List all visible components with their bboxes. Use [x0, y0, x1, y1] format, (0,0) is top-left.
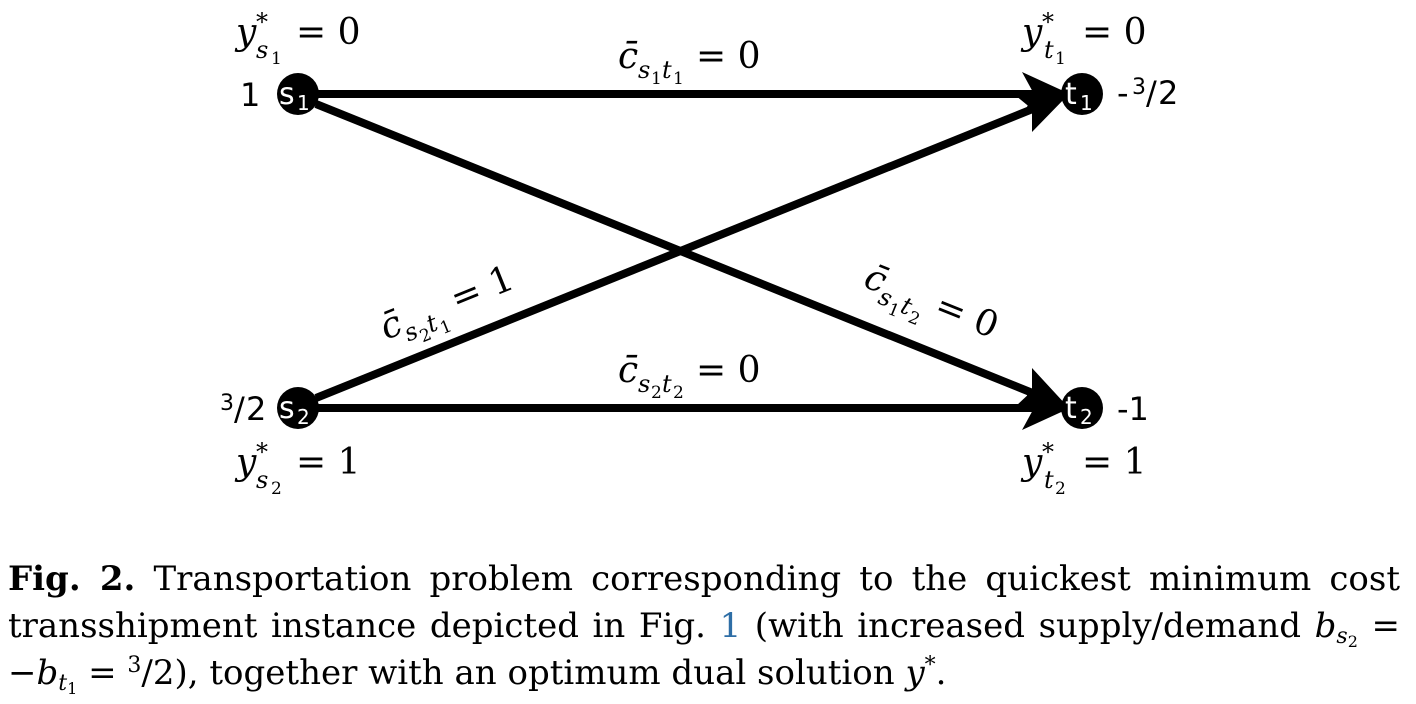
- svg-text:1: 1: [1055, 49, 1066, 69]
- svg-text:-: -: [1117, 74, 1129, 112]
- svg-text:t: t: [662, 370, 672, 398]
- svg-text:y: y: [1020, 12, 1043, 53]
- node-s1-label: s: [279, 77, 295, 112]
- cost-s1-t2: c̄ s 1 t 2 = 0: [859, 256, 1005, 347]
- svg-text:= 0: = 0: [296, 12, 361, 53]
- transportation-graph: s 1 s 2 t 1 t 2 1 3 / 2 - 3 / 2 -1 y * s…: [220, 8, 1178, 499]
- svg-text:3: 3: [220, 391, 234, 416]
- supply-s2: 3 / 2: [220, 390, 266, 428]
- svg-text:= 1: = 1: [444, 258, 519, 320]
- svg-text:s: s: [256, 466, 268, 494]
- svg-text:1: 1: [673, 69, 684, 89]
- caption-b-sub: s: [1336, 624, 1348, 649]
- svg-text:c̄: c̄: [618, 36, 638, 77]
- svg-text:2: 2: [1055, 479, 1066, 499]
- cost-s2-t2: c̄ s 2 t 2 = 0: [618, 350, 761, 403]
- svg-text:t: t: [1044, 466, 1054, 494]
- edge-s2-t1: [314, 102, 1042, 402]
- dual-t1: y * t 1 = 0: [1020, 8, 1147, 69]
- svg-text:/: /: [234, 390, 245, 428]
- node-s1-index: 1: [297, 91, 310, 115]
- arrowhead-s2-t2: [1022, 386, 1070, 430]
- svg-text:t: t: [1044, 36, 1054, 64]
- caption-eq-1: = −: [8, 606, 1400, 693]
- caption-y-symbol: y: [905, 653, 925, 693]
- svg-text:= 0: = 0: [696, 36, 761, 77]
- node-s2: s 2: [277, 387, 319, 429]
- node-s2-index: 2: [297, 405, 310, 429]
- caption-b-subsub: 2: [1347, 632, 1358, 651]
- figure-label: Fig. 2.: [8, 559, 136, 599]
- svg-text:*: *: [256, 8, 268, 36]
- caption-b2-subsub: 1: [67, 679, 78, 698]
- svg-text:s: s: [638, 56, 650, 84]
- figure-caption: Fig. 2. Transportation problem correspon…: [8, 559, 1400, 698]
- caption-frac-num: 3: [127, 653, 142, 678]
- svg-text:y: y: [234, 12, 257, 53]
- svg-text:*: *: [1042, 8, 1054, 36]
- node-t1-index: 1: [1080, 91, 1093, 115]
- svg-text:1: 1: [437, 316, 455, 339]
- node-t1-label: t: [1065, 77, 1077, 112]
- svg-text:t: t: [662, 56, 672, 84]
- caption-text-2: (with increased supply/demand: [741, 606, 1315, 646]
- svg-text:1: 1: [271, 49, 282, 69]
- arrowhead-s2-t1: [1015, 95, 1068, 132]
- supply-t2: -1: [1117, 390, 1149, 428]
- caption-b2-sub: t: [58, 671, 68, 696]
- caption-eq-2: =: [77, 653, 128, 693]
- caption-b2-symbol: b: [36, 653, 59, 693]
- svg-text:*: *: [1042, 438, 1054, 466]
- svg-text:*: *: [256, 438, 268, 466]
- edges: [314, 72, 1070, 430]
- dual-s1: y * s 1 = 0: [234, 8, 361, 69]
- svg-text:= 1: = 1: [296, 442, 361, 483]
- node-t2: t 2: [1061, 387, 1103, 429]
- svg-text:c̄: c̄: [618, 350, 638, 391]
- node-t1: t 1: [1061, 73, 1103, 115]
- svg-text:2: 2: [246, 390, 266, 428]
- svg-text:s: s: [256, 36, 268, 64]
- svg-text:y: y: [1020, 442, 1043, 483]
- svg-text:3: 3: [1132, 75, 1146, 100]
- dual-s2: y * s 2 = 1: [234, 438, 361, 499]
- caption-frac-den: 2: [152, 653, 175, 693]
- caption-end: .: [935, 653, 947, 693]
- svg-text:2: 2: [673, 383, 684, 403]
- caption-text-1: Transportation problem corresponding to …: [8, 559, 1400, 646]
- svg-text:= 0: = 0: [1082, 12, 1147, 53]
- svg-text:1: 1: [651, 69, 662, 89]
- svg-text:2: 2: [271, 479, 282, 499]
- svg-text:= 0: = 0: [929, 285, 1004, 347]
- caption-y-star: *: [924, 653, 936, 678]
- cost-s1-t1: c̄ s 1 t 1 = 0: [618, 36, 761, 89]
- svg-text:s: s: [638, 370, 650, 398]
- svg-text:2: 2: [1158, 74, 1178, 112]
- svg-text:= 0: = 0: [696, 350, 761, 391]
- node-s1: s 1: [277, 73, 319, 115]
- dual-t2: y * t 2 = 1: [1020, 438, 1147, 499]
- node-t2-index: 2: [1080, 405, 1093, 429]
- svg-text:2: 2: [651, 383, 662, 403]
- figure-reference-link[interactable]: 1: [719, 606, 742, 646]
- node-s2-label: s: [279, 391, 295, 426]
- svg-text:= 1: = 1: [1082, 442, 1147, 483]
- svg-text:y: y: [234, 442, 257, 483]
- supply-s1: 1: [240, 76, 260, 114]
- node-t2-label: t: [1065, 391, 1077, 426]
- caption-text-3: ), together with an optimum dual solutio…: [174, 653, 906, 693]
- svg-text:/: /: [1146, 74, 1157, 112]
- caption-b-symbol: b: [1314, 606, 1337, 646]
- supply-t1: - 3 / 2: [1117, 74, 1178, 112]
